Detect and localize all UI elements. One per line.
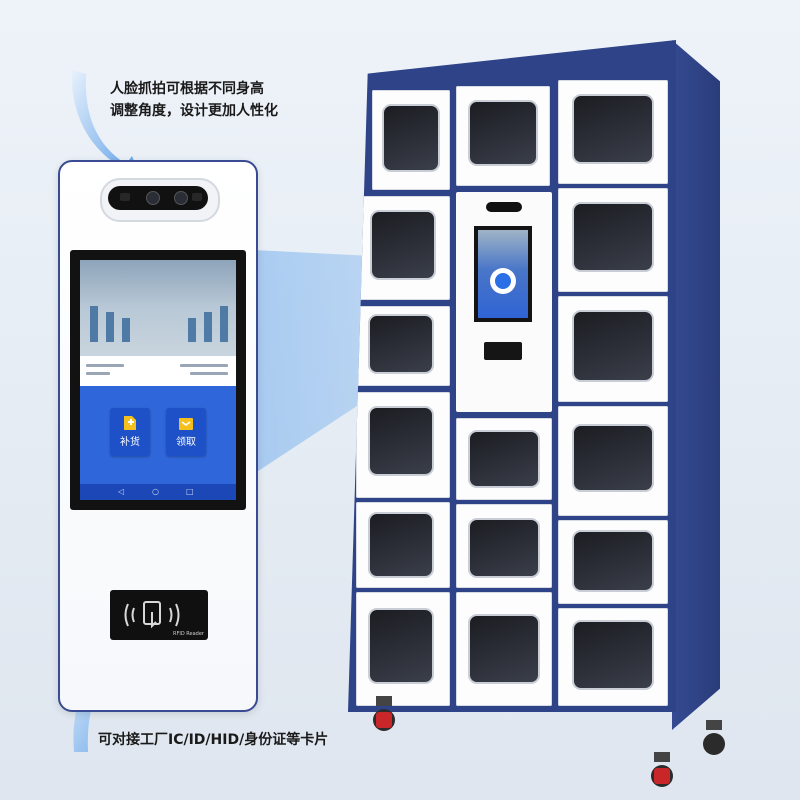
face-capture-caption: 人脸抓拍可根据不同身高 调整角度，设计更加人性化: [110, 78, 330, 122]
replenish-button-label: 补货: [120, 437, 140, 448]
replenish-icon: [124, 416, 136, 430]
locker-window: [572, 424, 654, 492]
camera-lens-icon: [174, 191, 188, 205]
locker-door[interactable]: [358, 196, 450, 300]
locker-door[interactable]: [558, 296, 668, 402]
locker-window: [572, 530, 654, 592]
locker-door[interactable]: [558, 608, 668, 706]
locker-door[interactable]: [558, 520, 668, 604]
info-text-line: [86, 372, 110, 375]
locker-door[interactable]: [456, 504, 552, 588]
nav-home-button[interactable]: ○: [152, 487, 159, 496]
shelf-graphic: [188, 318, 196, 342]
face-camera-icon: [486, 202, 522, 212]
collect-button-label: 领取: [176, 437, 196, 448]
touchscreen[interactable]: 补货 领取 ◁ ○ □: [80, 260, 236, 500]
locker-window: [468, 614, 540, 684]
shelf-graphic: [220, 306, 228, 342]
ir-sensor-icon: [120, 193, 130, 201]
camera-bar: [108, 186, 208, 210]
card-reader-label: RFID Reader: [173, 631, 204, 637]
shelf-graphic: [106, 312, 114, 342]
locker-window: [468, 100, 538, 166]
locker-window: [468, 518, 540, 578]
locker-door[interactable]: [356, 306, 450, 386]
shelf-graphic: [122, 318, 130, 342]
info-text-line: [180, 364, 228, 367]
locker-window: [572, 202, 654, 272]
camera-lens-icon: [146, 191, 160, 205]
locker-door[interactable]: [456, 592, 552, 706]
collect-icon: [179, 418, 193, 430]
cabinet-control-panel: [456, 192, 552, 412]
caster-wheel-icon: [373, 696, 395, 731]
warehouse-banner-image: [80, 260, 236, 356]
face-recognition-dot: [495, 273, 511, 289]
locker-door[interactable]: [356, 392, 450, 498]
face-camera-module: [100, 178, 220, 222]
card-support-caption: 可对接工厂IC/ID/HID/身份证等卡片: [98, 732, 329, 748]
locker-window: [572, 620, 654, 690]
locker-door[interactable]: [558, 406, 668, 516]
locker-window: [368, 314, 434, 374]
face-capture-caption-line-1: 人脸抓拍可根据不同身高: [110, 81, 264, 97]
locker-window: [368, 512, 434, 578]
locker-window: [368, 406, 434, 476]
control-panel-closeup: 补货 领取 ◁ ○ □ RFID Reader: [58, 160, 258, 712]
locker-door[interactable]: [356, 502, 450, 588]
rfid-card-reader[interactable]: RFID Reader: [110, 590, 208, 640]
card-tap-icon: [124, 601, 180, 629]
cabinet-touchscreen[interactable]: [474, 226, 532, 322]
locker-cabinet: [348, 40, 676, 712]
cabinet-side-panel: [672, 40, 720, 730]
locker-door[interactable]: [356, 592, 450, 706]
locker-window: [382, 104, 440, 172]
collect-button[interactable]: 领取: [166, 408, 206, 456]
face-capture-caption-line-2: 调整角度，设计更加人性化: [110, 103, 278, 119]
status-info-strip: [80, 356, 236, 386]
locker-door[interactable]: [558, 80, 668, 184]
cabinet-card-reader[interactable]: [484, 342, 522, 360]
locker-door[interactable]: [456, 418, 552, 500]
locker-window: [468, 430, 540, 488]
caster-wheel-icon: [651, 752, 673, 787]
locker-window: [572, 310, 654, 382]
android-nav-bar: ◁ ○ □: [80, 484, 236, 500]
face-recognition-icon: [490, 268, 516, 294]
replenish-button[interactable]: 补货: [110, 408, 150, 456]
info-text-line: [86, 364, 124, 367]
locker-window: [572, 94, 654, 164]
ir-sensor-icon: [192, 193, 202, 201]
nav-recent-button[interactable]: □: [186, 487, 194, 496]
locker-door[interactable]: [372, 90, 450, 190]
locker-window: [368, 608, 434, 684]
locker-door[interactable]: [558, 188, 668, 292]
nav-back-button[interactable]: ◁: [118, 487, 125, 496]
shelf-graphic: [90, 306, 98, 342]
caster-wheel-icon: [703, 720, 725, 755]
touchscreen-bezel: 补货 领取 ◁ ○ □: [70, 250, 246, 510]
info-text-line: [190, 372, 228, 375]
shelf-graphic: [204, 312, 212, 342]
cabinet-display: [478, 230, 528, 318]
locker-door[interactable]: [456, 86, 550, 186]
locker-window: [370, 210, 436, 280]
